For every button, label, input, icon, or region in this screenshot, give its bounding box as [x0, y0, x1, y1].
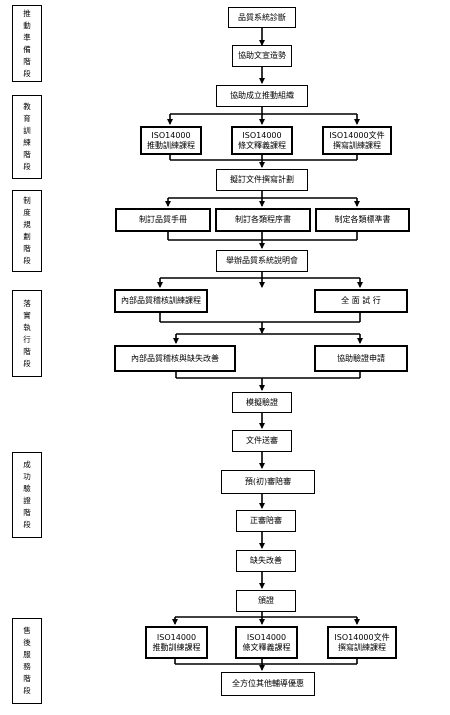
step-deficiency-improvement: 缺失改善: [236, 550, 296, 572]
step-formal-audit: 正審陪審: [236, 510, 296, 532]
stage-after-sales: 售 後 服 務 階 段: [12, 618, 42, 704]
stage-certification: 成 功 驗 證 階 段: [12, 452, 42, 538]
step-training-promotion: ISO14000 推動訓練課程: [140, 126, 202, 155]
step-audit-and-improvement: 內部品質稽核與缺失改善: [114, 345, 236, 372]
step-standards: 制定各類標準書: [315, 208, 410, 232]
stage-education-training: 教 育 訓 練 階 段: [12, 95, 42, 179]
step-internal-audit-training: 內部品質稽核訓練課程: [114, 289, 208, 313]
step-certificate-award: 頒證: [236, 590, 296, 612]
step-system-diagnosis: 品質系統診斷: [228, 7, 296, 28]
step-system-briefing: 舉辦品質系統說明會: [216, 250, 308, 272]
stage-system-planning: 制 度 規 劃 階 段: [12, 190, 42, 272]
stage-implementation: 落 實 執 行 階 段: [12, 290, 42, 377]
step-mock-audit: 模擬驗證: [232, 392, 292, 413]
step-pre-audit: 預(初)審陪審: [221, 470, 315, 494]
step-after-training-clauses: ISO14000 條文釋義課程: [235, 626, 298, 659]
step-training-clauses: ISO14000 條文釋義課程: [231, 126, 293, 155]
step-document-submission: 文件送審: [232, 430, 292, 452]
step-after-training-doc-writing: ISO14000文件 撰寫訓練課程: [327, 626, 397, 659]
stage-promotion-prep: 推 動 準 備 階 段: [12, 5, 42, 82]
step-training-doc-writing: ISO14000文件 撰寫訓練課程: [322, 126, 392, 155]
step-full-trial: 全 面 試 行: [314, 289, 408, 313]
step-certification-application: 協助驗證申請: [314, 345, 408, 372]
step-quality-manual: 制訂品質手冊: [115, 208, 211, 232]
step-doc-writing-plan: 擬訂文件撰寫計劃: [216, 169, 308, 191]
step-promo-atmosphere: 協助文宣造勢: [232, 45, 292, 67]
step-after-training-promotion: ISO14000 推動訓練課程: [145, 626, 208, 659]
step-procedures: 制訂各類程序書: [215, 208, 311, 232]
step-comprehensive-counseling: 全方位其他輔導優惠: [221, 672, 315, 696]
step-promo-organization: 協助成立推動組織: [216, 85, 308, 107]
